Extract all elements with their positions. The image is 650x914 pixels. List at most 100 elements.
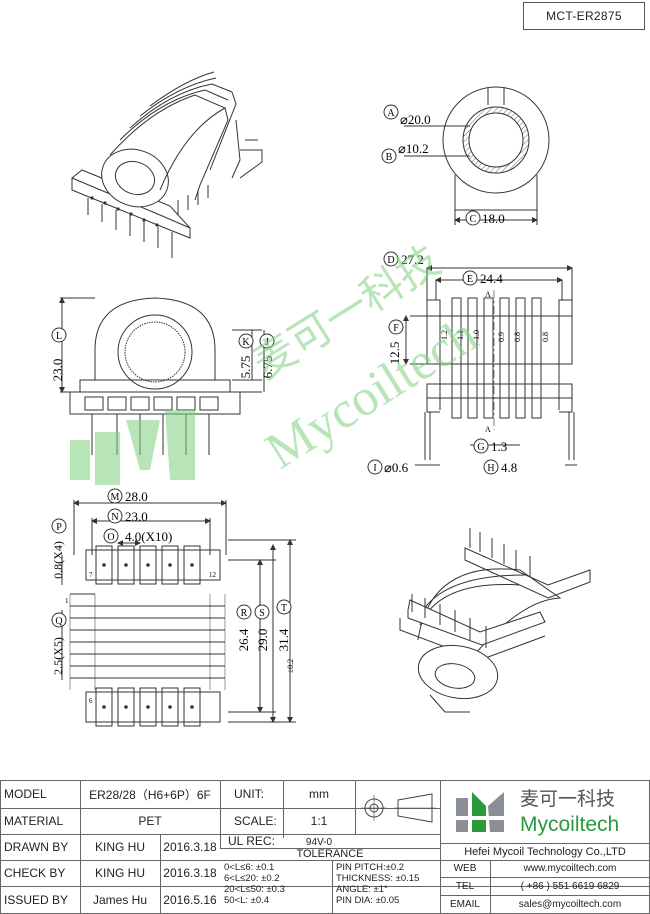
label-H-letter: H (487, 463, 494, 474)
label-Q-value: 2.5(X5) (51, 637, 65, 675)
label-R-value: 26.4 (236, 628, 251, 651)
label-Q-letter: Q (55, 616, 63, 627)
tol-4: 50<L: ±0.4 (224, 895, 270, 906)
section-view (403, 265, 577, 466)
label-D-value: 27.2 (401, 252, 424, 267)
label-T-letter: T (281, 603, 287, 614)
issued-label: ISSUED BY (4, 892, 69, 907)
check-date: 2016.3.18 (163, 866, 217, 880)
label-A (383, 104, 399, 120)
label-K-value: 5.75 (238, 356, 253, 379)
slot-4: 0.9 (497, 332, 506, 342)
tol-5: PIN PITCH:±0.2 (336, 862, 405, 873)
web-label: WEB (453, 863, 477, 874)
drawn-label: DRAWN BY (4, 840, 69, 854)
pin-6: 6 (89, 697, 93, 705)
tol-1: 0<L≤6: ±0.1 (224, 862, 275, 873)
material-label: MATERIAL (4, 814, 64, 828)
label-T-value: 31.4 (276, 628, 291, 651)
label-B-value: ⌀10.2 (398, 141, 429, 156)
end-view-circular (404, 86, 550, 225)
section-a-top: A (485, 290, 491, 299)
drawn-name: KING HU (94, 840, 145, 854)
pin-7: 7 (89, 571, 93, 579)
tolerance-general: 0<L≤6: ±0.1 6<L≤20: ±0.2 20<L≤50: ±0.3 5… (224, 862, 332, 914)
part-code: MCT-ER2875 (523, 2, 645, 30)
pin-1: 1 (65, 597, 69, 605)
label-G-value: 1.3 (491, 439, 507, 454)
email-value: sales@mycoiltech.com (518, 898, 622, 910)
label-N-letter: N (111, 512, 118, 523)
label-A-letter: A (387, 108, 395, 119)
label-K-letter: K (242, 337, 250, 348)
title-block: MODEL ER28/28（H6+6P）6F MATERIAL PET DRAW… (0, 780, 650, 914)
label-J-value: 6.75 (260, 356, 275, 379)
tol-6: THICKNESS: ±0.15 (336, 873, 420, 884)
model-label: MODEL (4, 787, 47, 801)
label-O-value: 4.0(X10) (125, 529, 172, 544)
label-R-letter: R (241, 608, 248, 619)
scale-value: 1:1 (310, 814, 328, 828)
label-S-value: 29.0 (255, 629, 270, 652)
label-M-letter: M (111, 492, 120, 503)
bottom-view (61, 500, 296, 727)
label-B-letter: B (386, 152, 393, 163)
drawn-date: 2016.3.18 (163, 840, 217, 854)
label-S-letter: S (259, 608, 265, 619)
pin-dots (102, 563, 194, 709)
projection-symbol (361, 793, 436, 823)
label-T-tolerance: ±0.2 (286, 659, 295, 673)
label-G-letter: G (477, 442, 484, 453)
issued-date: 2016.5.16 (163, 892, 217, 907)
label-H-value: 4.8 (501, 460, 517, 475)
unit-label: UNIT: (234, 787, 264, 801)
slot-2: 1.1 (456, 330, 465, 340)
label-P-letter: P (56, 522, 62, 533)
label-L-value: 23.0 (50, 359, 65, 382)
web-value: www.mycoiltech.com (523, 863, 617, 874)
slot-5: 0.8 (513, 332, 522, 342)
label-L-letter: L (56, 331, 62, 342)
unit-value: mm (309, 787, 329, 801)
label-O-letter: O (107, 532, 114, 543)
label-A-value: ⌀20.0 (400, 112, 431, 127)
label-I-value: ⌀0.6 (384, 460, 409, 475)
label-C-letter: C (470, 214, 477, 225)
brand-name-en: Mycoiltech (520, 813, 620, 836)
pin-12: 12 (209, 571, 217, 579)
isometric-view-top (71, 71, 263, 258)
check-name: KING HU (94, 866, 145, 880)
technical-drawing: A ⌀20.0 B ⌀10.2 C 18.0 (50, 71, 591, 727)
slot-3: 1.0 (472, 330, 481, 340)
label-J-letter: J (265, 337, 269, 348)
label-E-letter: E (467, 274, 473, 285)
tolerance-label: TOLERANCE (296, 848, 364, 860)
label-I-letter: I (373, 463, 376, 474)
label-D-letter: D (387, 255, 394, 266)
slot-1: 1.2 (440, 330, 449, 340)
ulrec-label: UL REC: (228, 834, 275, 848)
model-value: ER28/28（H6+6P）6F (89, 787, 211, 802)
label-C-value: 18.0 (482, 211, 505, 226)
label-F-letter: F (393, 323, 399, 334)
material-value: PET (138, 814, 162, 828)
tol-7: ANGLE: ±1° (336, 884, 388, 895)
label-E-value: 24.4 (480, 271, 503, 286)
brand-name-cn: 麦可一科技 (520, 787, 616, 810)
tol-2: 6<L≤20: ±0.2 (224, 873, 280, 884)
tel-label: TEL (455, 880, 475, 892)
company-name: Hefei Mycoil Technology Co.,LTD (464, 845, 626, 858)
label-P-value: 0.8(X4) (51, 541, 65, 579)
email-label: EMAIL (449, 898, 480, 910)
check-label: CHECK BY (4, 866, 66, 880)
tol-3: 20<L≤50: ±0.3 (224, 884, 285, 895)
label-N-value: 23.0 (125, 509, 148, 524)
section-a-bottom: A (485, 425, 491, 434)
tol-8: PIN DIA: ±0.05 (336, 895, 400, 906)
issued-name: James Hu (92, 892, 148, 907)
label-M-value: 28.0 (125, 489, 148, 504)
ulrec-value: 94V-0 (305, 836, 333, 848)
tolerance-pin: PIN PITCH:±0.2 THICKNESS: ±0.15 ANGLE: ±… (336, 862, 440, 914)
slot-6: 0.8 (541, 332, 550, 342)
